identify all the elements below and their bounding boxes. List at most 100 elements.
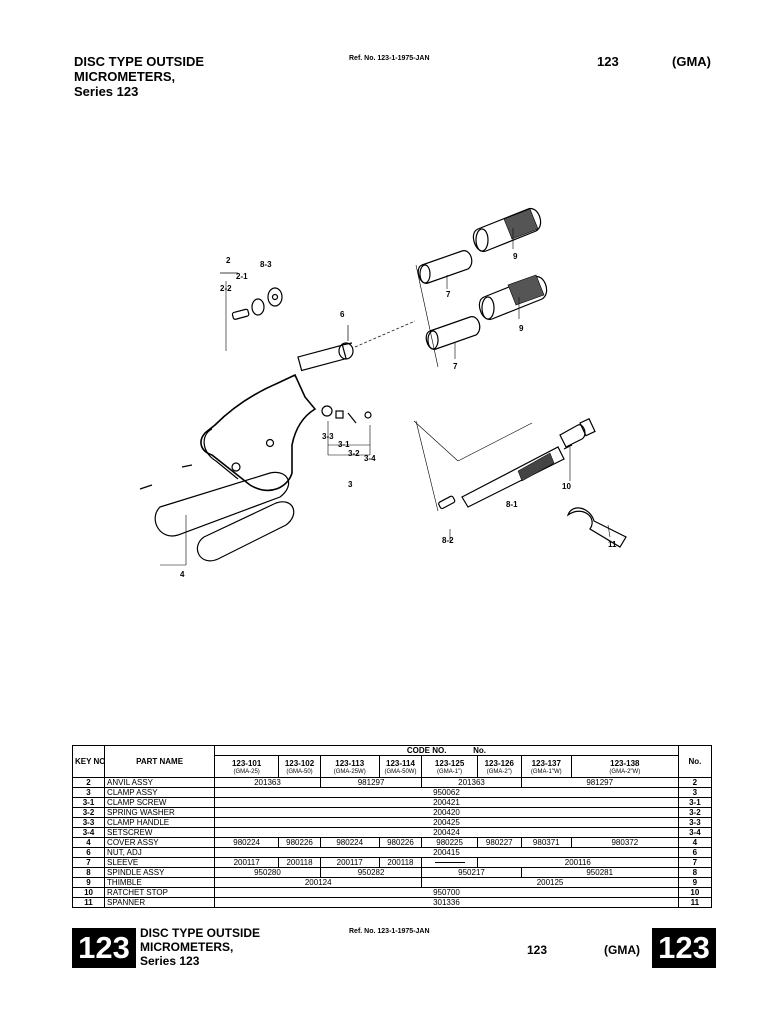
- label-7-top: 7: [446, 290, 451, 299]
- code-value: 950700: [214, 887, 679, 898]
- code-value: 301336: [214, 897, 679, 908]
- code-value: 200116: [476, 857, 679, 868]
- row-no: 3-3: [677, 817, 713, 828]
- code-value: 980226: [278, 837, 321, 848]
- title-line-2: MICROMETERS,: [74, 69, 176, 84]
- label-10: 10: [562, 482, 571, 491]
- key-no: 2: [71, 777, 106, 788]
- label-3-3: 3-3: [322, 432, 334, 441]
- model-subcode: (GMA-1"): [437, 769, 463, 775]
- page-title: DISC TYPE OUTSIDE MICROMETERS, Series 12…: [74, 54, 204, 99]
- frame: [200, 373, 317, 491]
- row-no: 2: [677, 777, 713, 788]
- series-code: (GMA): [672, 54, 711, 69]
- model-header-row: 123-101(GMA-25)123-102(GMA-50)123-113(GM…: [73, 755, 712, 778]
- label-9-top: 9: [513, 252, 518, 261]
- model-code: 123-126: [484, 759, 514, 768]
- cover-plate-left: [154, 471, 290, 537]
- label-7-bottom: 7: [453, 362, 458, 371]
- label-8-1: 8-1: [506, 500, 518, 509]
- adj-nut: [338, 342, 354, 360]
- spanner: [566, 507, 627, 548]
- code-value: 200424: [214, 827, 679, 838]
- code-value: 200421: [214, 797, 679, 808]
- model-code: 123-101: [231, 759, 262, 768]
- key-no: 4: [71, 837, 106, 848]
- row-no: 10: [677, 887, 713, 898]
- label-2: 2: [226, 256, 231, 265]
- code-value: 200125: [421, 877, 679, 888]
- model-subcode: (GMA-2"W): [609, 769, 641, 775]
- code-value: 980226: [378, 837, 423, 848]
- row-no: 8: [677, 867, 713, 878]
- dash-mark: [434, 862, 465, 864]
- model-code: 123-102: [284, 759, 315, 768]
- code-value: 200117: [214, 857, 280, 868]
- label-6: 6: [340, 310, 345, 319]
- code-value: 981297: [319, 777, 423, 788]
- footer-series-code: (GMA): [604, 943, 640, 957]
- row-no: 7: [677, 857, 713, 868]
- code-value: 950062: [214, 787, 679, 798]
- footer-badge-right: 123: [652, 928, 716, 968]
- code-value: 980372: [570, 837, 679, 848]
- row-no: 4: [677, 837, 713, 848]
- key-no: 3-1: [71, 797, 106, 808]
- part-name-header: PART NAME: [104, 745, 216, 778]
- code-value: 200118: [378, 857, 423, 868]
- code-value: 200124: [214, 877, 423, 888]
- part-name: SPINDLE ASSY: [104, 867, 216, 878]
- model-subcode: (GMA-2"): [486, 769, 512, 775]
- part-name: THIMBLE: [104, 877, 216, 888]
- model-subcode: (GMA-50): [286, 769, 313, 775]
- model-column-header: 123-101(GMA-25): [214, 755, 280, 778]
- part-name: SLEEVE: [104, 857, 216, 868]
- row-no: 3: [677, 787, 713, 798]
- key-no: 8: [71, 867, 106, 878]
- page-number: 123: [597, 54, 619, 69]
- part-name: COVER ASSY: [104, 837, 216, 848]
- code-value: 980227: [476, 837, 522, 848]
- part-name: ANVIL ASSY: [104, 777, 216, 788]
- code-value: 980371: [520, 837, 572, 848]
- model-subcode: (GMA-50W): [384, 769, 417, 775]
- thimble-top: [472, 207, 542, 252]
- model-code: 123-125: [434, 759, 465, 768]
- thimble-bottom: [478, 274, 548, 320]
- row-no: 9: [677, 877, 713, 888]
- code-no-label: CODE NO.: [406, 746, 447, 756]
- label-2-1: 2-1: [236, 272, 248, 281]
- key-no: 6: [71, 847, 106, 858]
- code-value: 200117: [319, 857, 380, 868]
- part-name: CLAMP SCREW: [104, 797, 216, 808]
- label-4: 4: [180, 570, 185, 579]
- no-header: No.: [677, 745, 713, 778]
- model-code: 123-113: [335, 759, 365, 768]
- footer-reference: Ref. No. 123-1-1975-JAN: [349, 928, 430, 935]
- label-9-bottom: 9: [519, 324, 524, 333]
- code-value: 950217: [421, 867, 522, 878]
- part-name: SETSCREW: [104, 827, 216, 838]
- cover-plate-right: [196, 501, 295, 562]
- key-no: 3-4: [71, 827, 106, 838]
- key-no: 3-2: [71, 807, 106, 818]
- footer-title-line-1: DISC TYPE OUTSIDE: [140, 926, 261, 940]
- title-line-1: DISC TYPE OUTSIDE: [74, 54, 205, 69]
- model-column-header: 123-126(GMA-2"): [476, 755, 522, 778]
- key-no: 9: [71, 877, 106, 888]
- row-no: 3-1: [677, 797, 713, 808]
- washer-2-1: [251, 298, 265, 316]
- footer-badge-left: 123: [72, 928, 136, 968]
- code-value: 201363: [421, 777, 522, 788]
- ratchet-stop: [559, 417, 596, 448]
- model-column-header: 123-113(GMA-25W): [319, 755, 380, 778]
- model-column-header: 123-138(GMA-2"W): [570, 755, 679, 778]
- parts-table: KEY NO. PART NAME CODE NO. No. No. 123-1…: [71, 745, 713, 908]
- part-name: CLAMP ASSY: [104, 787, 216, 798]
